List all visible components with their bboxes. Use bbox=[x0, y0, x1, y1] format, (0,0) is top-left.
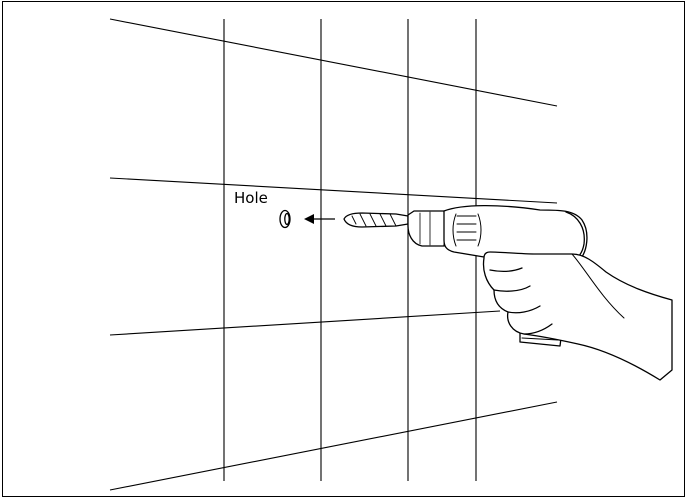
perspective-line-lower-mid bbox=[109, 310, 501, 336]
wall-stud-lines bbox=[223, 19, 477, 481]
hole-icon bbox=[279, 209, 291, 229]
perspective-line-bottom bbox=[109, 401, 558, 491]
hole-label: Hole bbox=[234, 189, 268, 207]
hand-icon bbox=[482, 251, 673, 381]
wall-perspective-lines bbox=[109, 18, 558, 491]
arrow-left-icon bbox=[304, 214, 335, 224]
perspective-line-top bbox=[109, 18, 558, 107]
perspective-line-upper-mid bbox=[109, 177, 558, 204]
